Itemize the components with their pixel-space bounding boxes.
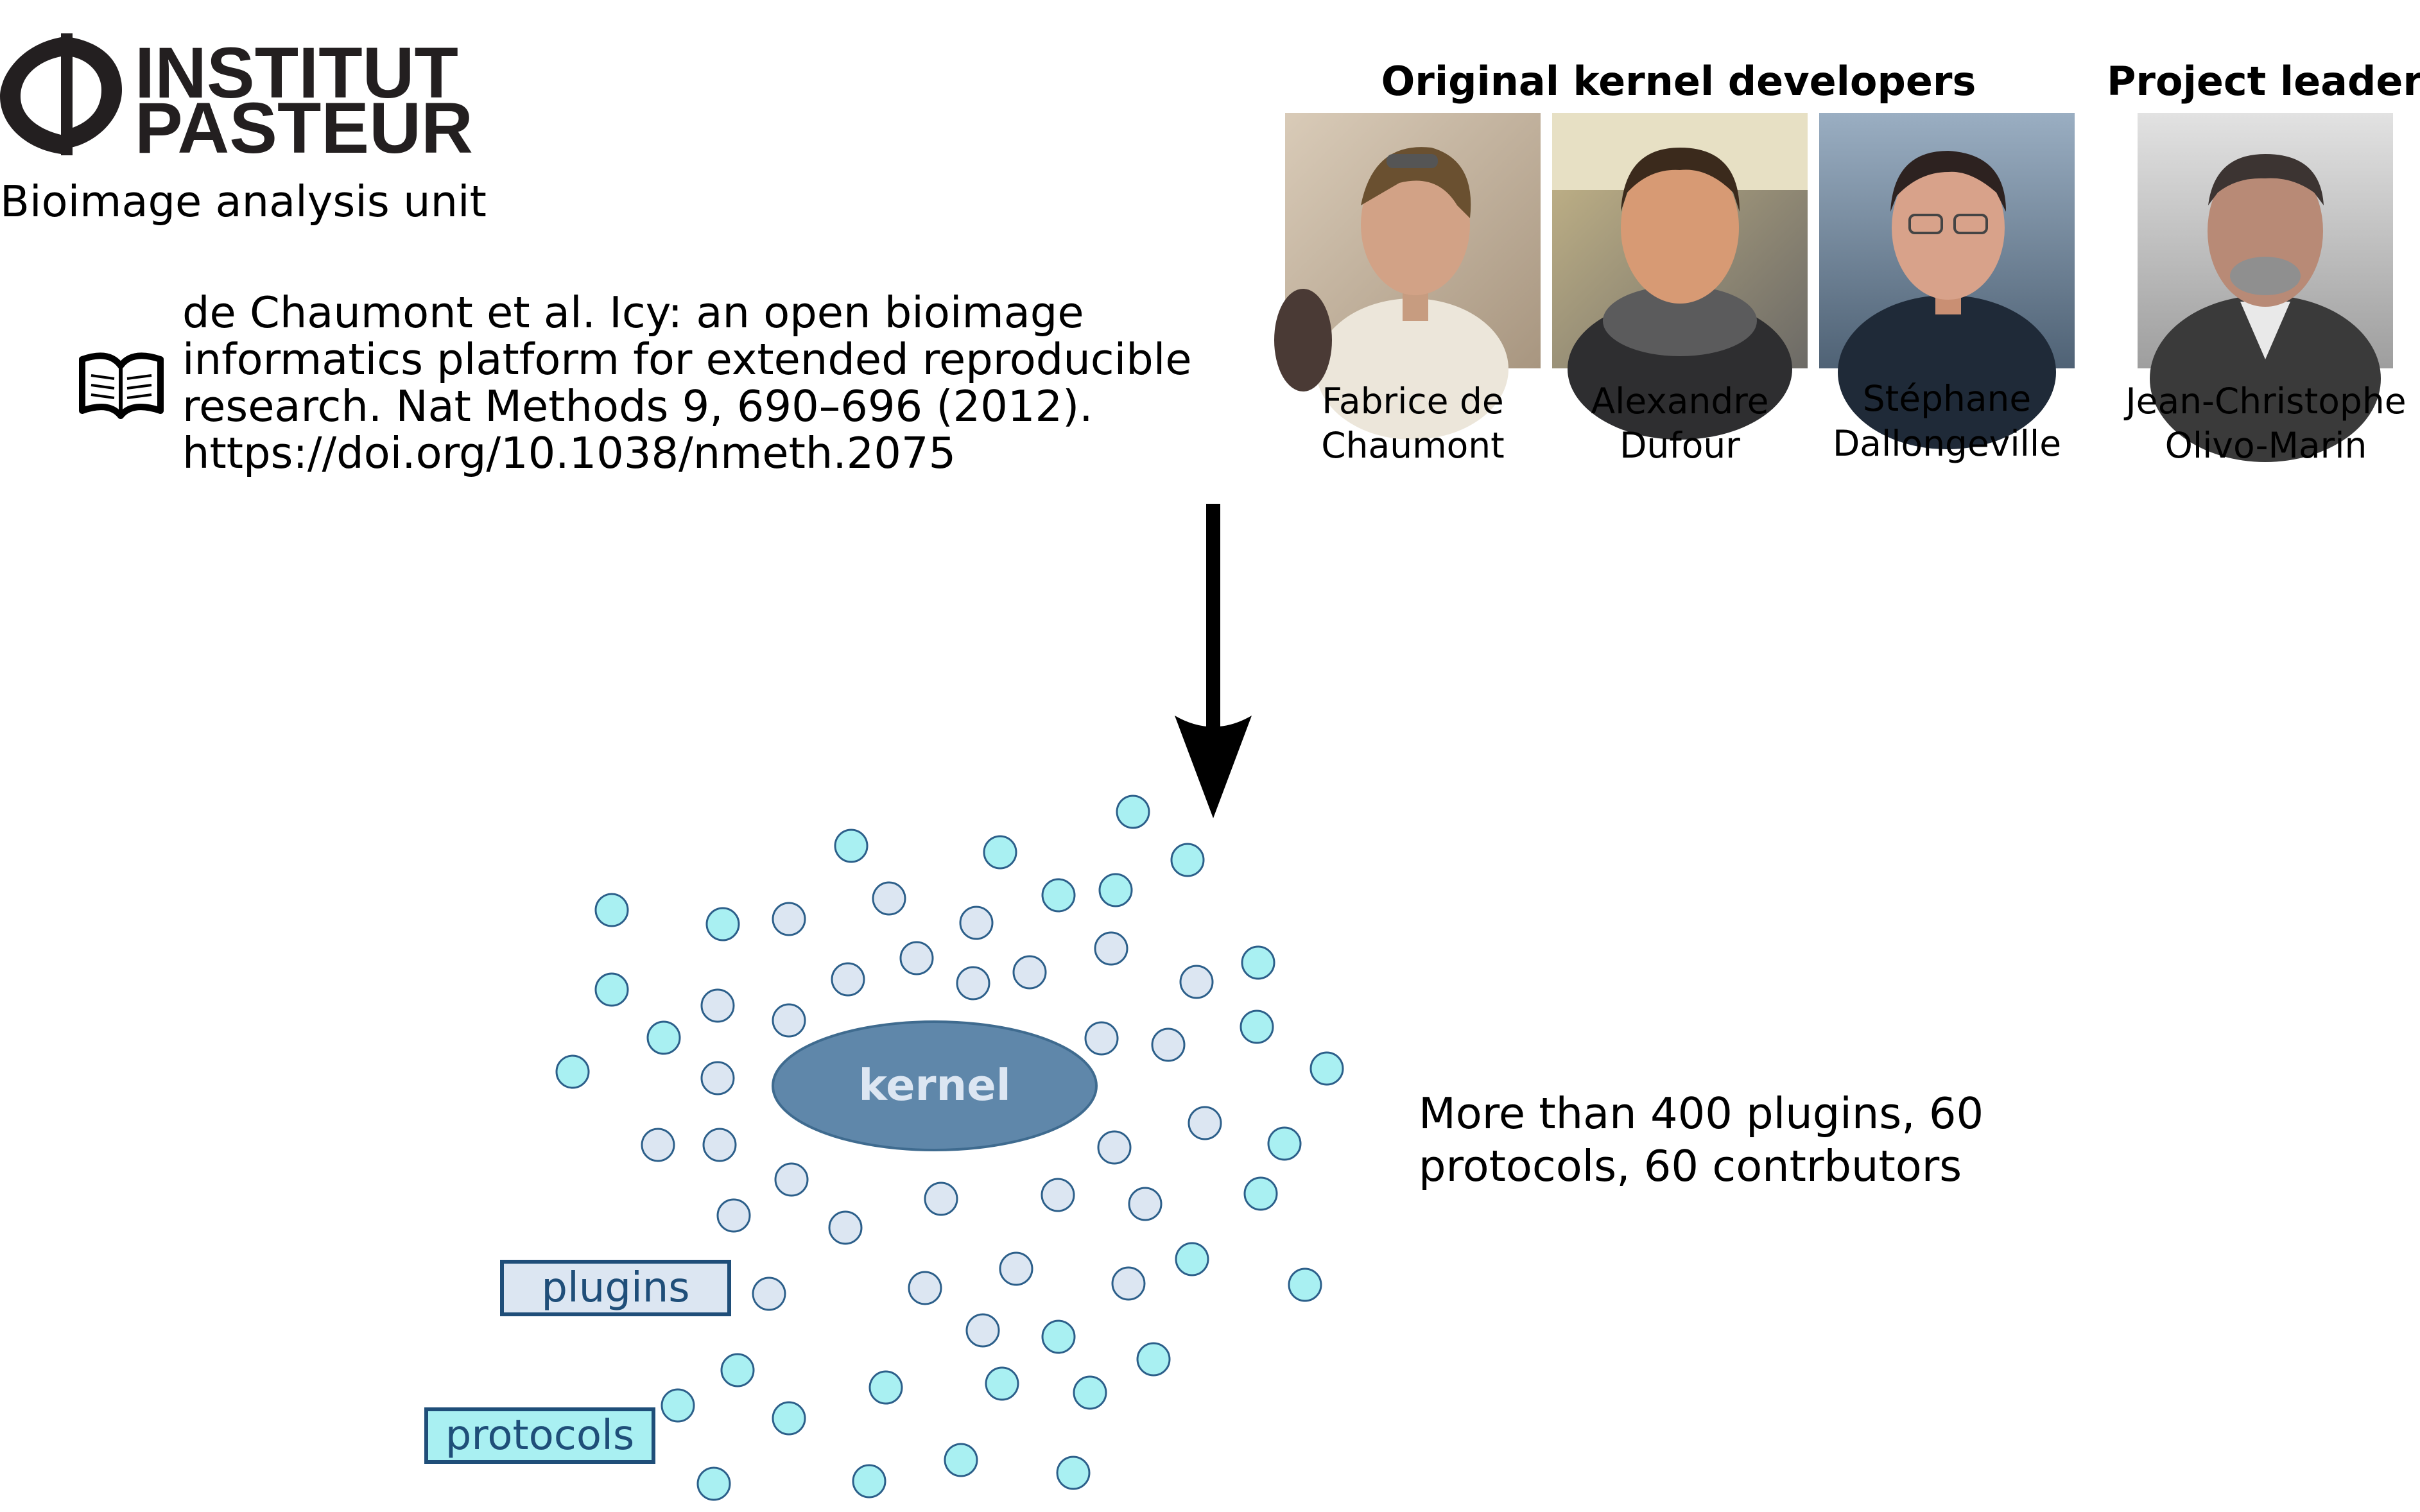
legend-protocols-label: protocols: [445, 1412, 634, 1459]
protocol-circle: [594, 893, 629, 927]
protocol-circle: [985, 1366, 1019, 1401]
protocol-circle: [983, 835, 1017, 870]
plugin-circle: [965, 1313, 1000, 1348]
protocol-circle: [720, 1353, 755, 1387]
plugin-circle: [772, 902, 806, 936]
plugin-circle: [752, 1276, 786, 1311]
protocol-circle: [852, 1464, 886, 1499]
protocol-circle: [1267, 1126, 1302, 1161]
protocol-circle: [772, 1401, 806, 1436]
legend-plugins-box: [500, 1260, 731, 1316]
developer-1-first: Fabrice de: [1322, 381, 1503, 422]
stats-line-1: More than 400 plugins, 60: [1419, 1088, 1984, 1138]
kernel: kernel: [772, 1020, 1098, 1151]
developer-2-first: Alexandre: [1591, 381, 1768, 422]
plugin-circle: [872, 881, 906, 916]
protocol-circle: [1056, 1456, 1091, 1490]
protocol-circle: [1175, 1242, 1209, 1276]
plugin-circle: [700, 1061, 735, 1095]
protocol-circle: [555, 1054, 590, 1089]
leader-first: Jean-Christophe: [2123, 381, 2406, 422]
plugin-circle: [1041, 1178, 1075, 1212]
plugin-circle: [831, 962, 865, 997]
legend-plugins-label: plugins: [541, 1264, 689, 1312]
plugin-circle: [772, 1003, 806, 1038]
developer-2-last: Dufour: [1620, 425, 1740, 466]
protocol-circle: [1240, 1009, 1274, 1044]
protocol-circle: [869, 1370, 903, 1405]
logo-line-1: INSTITUT: [135, 33, 458, 113]
legend-plugins: plugins: [500, 1260, 731, 1316]
protocol-circle: [646, 1020, 681, 1055]
developer-3-first: Stéphane: [1863, 378, 2032, 419]
protocol-circle: [1309, 1051, 1344, 1086]
protocol-circle: [944, 1443, 978, 1477]
ecosystem-circles: [555, 795, 1344, 1501]
kernel-label: kernel: [858, 1060, 1010, 1110]
developers-heading: Original kernel developers: [1381, 58, 1976, 105]
protocol-circle: [1116, 795, 1150, 829]
plugin-circle: [1111, 1266, 1146, 1301]
citation-link[interactable]: https://doi.org/10.1038/nmeth.2075: [182, 428, 956, 478]
protocol-circle: [1136, 1342, 1171, 1377]
plugin-circle: [999, 1251, 1033, 1286]
developer-1-last: Chaumont: [1321, 425, 1504, 466]
book-icon: [79, 352, 164, 419]
stats-line-2: protocols, 60 contrbutors: [1419, 1141, 1962, 1191]
protocol-circle: [594, 972, 629, 1007]
protocol-circle: [1041, 878, 1076, 913]
plugin-circle: [924, 1181, 958, 1216]
plugin-circle: [908, 1271, 942, 1305]
plugin-circle: [1151, 1027, 1186, 1062]
protocol-circle: [705, 907, 740, 941]
plugin-circle: [1084, 1021, 1119, 1056]
protocol-circle: [1241, 945, 1275, 980]
plugin-circle: [1179, 965, 1214, 999]
down-arrow-icon: [1175, 504, 1252, 818]
protocol-circle: [1073, 1375, 1107, 1410]
protocol-circle: [1288, 1267, 1322, 1302]
plugin-circle: [828, 1210, 863, 1245]
plugin-circle: [1128, 1187, 1162, 1221]
protocol-circle: [1041, 1319, 1076, 1354]
plugin-circle: [956, 966, 990, 1001]
legend-protocols-box: [424, 1407, 655, 1464]
protocol-circle: [1243, 1176, 1278, 1211]
leader-last: Olivo-Marin: [2165, 425, 2367, 466]
plugin-circle: [1188, 1106, 1222, 1140]
kernel-ellipse: [772, 1020, 1098, 1151]
legend-protocols: protocols: [424, 1407, 655, 1464]
protocol-circle: [834, 829, 869, 863]
plugin-circle: [899, 941, 934, 975]
logo-line-2: PASTEUR: [135, 88, 473, 168]
plugin-circle: [700, 988, 735, 1023]
protocol-circle: [696, 1466, 731, 1501]
plugin-circle: [1012, 955, 1047, 990]
plugin-circle: [641, 1128, 675, 1162]
plugin-circle: [774, 1162, 809, 1197]
citation-line-2: informatics platform for extended reprod…: [182, 334, 1192, 384]
protocol-circle: [661, 1388, 695, 1423]
developer-3-last: Dallongeville: [1833, 423, 2061, 464]
plugin-circle: [702, 1128, 737, 1162]
pasteur-emblem-icon: [0, 33, 122, 155]
citation-line-1: de Chaumont et al. Icy: an open bioimage: [182, 288, 1084, 338]
protocol-circle: [1170, 843, 1205, 877]
developer-photo-1: [1274, 113, 1541, 440]
unit-name: Bioimage analysis unit: [0, 176, 487, 227]
protocol-circle: [1098, 873, 1133, 907]
citation-line-3: research. Nat Methods 9, 690–696 (2012).: [182, 381, 1093, 431]
leader-photo: [2138, 113, 2393, 462]
plugin-circle: [1094, 931, 1128, 966]
plugin-circle: [1097, 1130, 1132, 1165]
developer-photo-3: [1819, 113, 2075, 449]
developer-photo-2: [1552, 113, 1808, 440]
plugin-circle: [959, 906, 994, 940]
plugin-circle: [716, 1198, 751, 1233]
institut-pasteur-logo: INSTITUT PASTEUR: [0, 33, 473, 168]
leader-heading: Project leader: [2107, 58, 2420, 105]
